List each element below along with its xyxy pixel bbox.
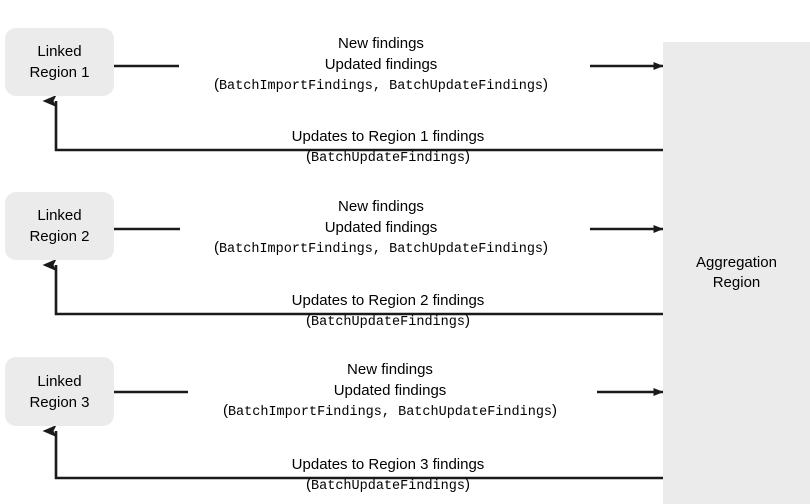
open-paren: ( [306, 476, 312, 493]
return-flow-label-3: Updates to Region 3 findings (BatchUpdat… [248, 455, 528, 497]
open-paren: ( [213, 239, 219, 256]
api-batch-import-findings: BatchImportFindings [218, 79, 373, 94]
outbound-flow-3-line2: Updated findings [333, 382, 447, 399]
outbound-flow-label-1: New findings Updated findings (BatchImpo… [180, 33, 582, 97]
close-paren: ) [464, 312, 470, 329]
return-path-1 [42, 95, 663, 152]
return-path-3 [42, 425, 663, 480]
linked-region-1-label: Linked Region 1 [29, 43, 90, 81]
close-paren: ) [464, 476, 470, 493]
return-path-2 [42, 259, 663, 316]
return-flow-3-line1-wrap: Updates to Region 3 findings [248, 455, 528, 475]
outbound-flow-1-line2: Updated findings [324, 56, 438, 73]
linked-region-1-box[interactable]: Linked Region 1 [5, 28, 114, 96]
return-flow-1-line1: Updates to Region 1 findings [288, 127, 488, 147]
linked-region-3-box[interactable]: Linked Region 3 [5, 357, 114, 426]
api-batch-update-findings: BatchUpdateFindings [398, 405, 553, 420]
open-paren: ( [222, 402, 228, 419]
return-flow-2-apis: (BatchUpdateFindings) [248, 311, 528, 333]
outbound-flow-label-3: New findings Updated findings (BatchImpo… [189, 359, 591, 423]
api-separator: , [381, 405, 399, 420]
open-paren: ( [306, 148, 312, 165]
outbound-flow-label-2: New findings Updated findings (BatchImpo… [180, 196, 582, 260]
return-flow-label-2: Updates to Region 2 findings (BatchUpdat… [248, 291, 528, 333]
outbound-flow-3-line1: New findings [347, 361, 433, 378]
aggregation-region-label: Aggregation Region [696, 254, 777, 291]
linked-region-3-label: Linked Region 3 [29, 372, 90, 411]
api-batch-update-findings: BatchUpdateFindings [389, 242, 544, 257]
api-batch-update-findings: BatchUpdateFindings [389, 79, 544, 94]
outbound-flow-2-line1: New findings [338, 198, 424, 215]
close-paren: ) [543, 239, 549, 256]
open-paren: ( [306, 312, 312, 329]
outbound-flow-1-apis: (BatchImportFindings, BatchUpdateFinding… [180, 75, 582, 97]
close-paren: ) [464, 148, 470, 165]
open-paren: ( [213, 76, 219, 93]
linked-region-2-box[interactable]: Linked Region 2 [5, 192, 114, 260]
api-batch-import-findings: BatchImportFindings [227, 405, 382, 420]
outbound-flow-2-apis: (BatchImportFindings, BatchUpdateFinding… [180, 238, 582, 260]
api-batch-update-findings: BatchUpdateFindings [311, 315, 465, 330]
api-batch-update-findings: BatchUpdateFindings [311, 479, 465, 494]
return-flow-2-line1-wrap: Updates to Region 2 findings [248, 291, 528, 311]
api-separator: , [372, 79, 390, 94]
api-batch-import-findings: BatchImportFindings [218, 242, 373, 257]
api-batch-update-findings: BatchUpdateFindings [311, 151, 465, 166]
return-flow-3-apis: (BatchUpdateFindings) [248, 475, 528, 497]
return-flow-3-line1: Updates to Region 3 findings [288, 455, 488, 475]
return-flow-1-apis: (BatchUpdateFindings) [248, 147, 528, 169]
outbound-flow-3-apis: (BatchImportFindings, BatchUpdateFinding… [189, 401, 591, 423]
close-paren: ) [552, 402, 558, 419]
linked-region-2-label: Linked Region 2 [29, 207, 90, 245]
return-flow-2-line1: Updates to Region 2 findings [288, 291, 488, 311]
return-flow-1-line1-wrap: Updates to Region 1 findings [248, 127, 528, 147]
aggregation-region-box[interactable]: Aggregation Region [663, 42, 810, 504]
outbound-flow-2-line2: Updated findings [324, 219, 438, 236]
api-separator: , [372, 242, 390, 257]
close-paren: ) [543, 76, 549, 93]
return-flow-label-1: Updates to Region 1 findings (BatchUpdat… [248, 127, 528, 169]
outbound-flow-1-line1: New findings [338, 35, 424, 52]
